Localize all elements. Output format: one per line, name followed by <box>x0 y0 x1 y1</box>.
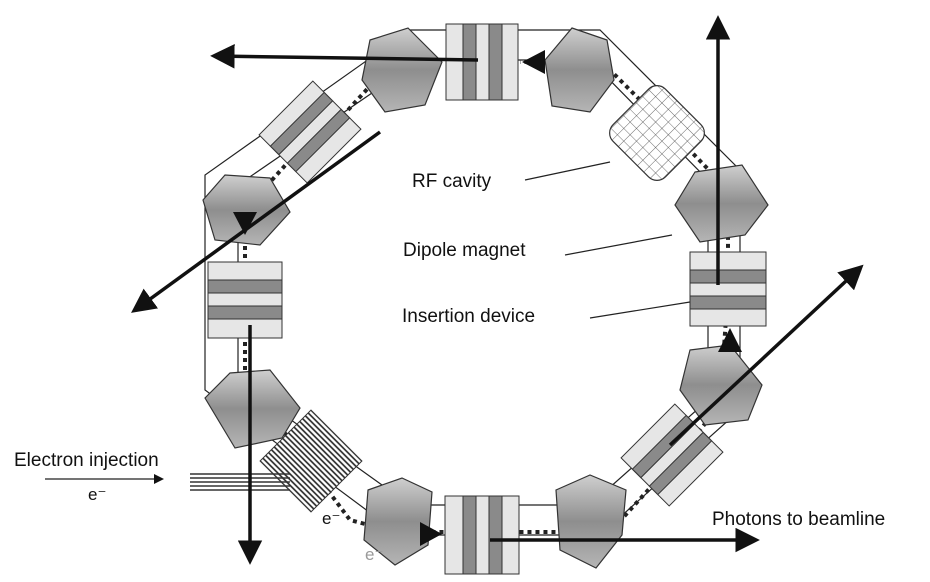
electron-direction-arrows <box>233 50 742 546</box>
dipole-magnet-right-lower <box>679 344 763 426</box>
beamline-arrow-lower-right <box>668 264 864 447</box>
insertion-device-lower-right <box>620 403 724 507</box>
dipole-magnet-left-lower <box>204 369 301 449</box>
dipole-magnet-label: Dipole magnet <box>403 240 526 261</box>
insertion-device-upper-left <box>258 80 362 184</box>
dipole-magnet-top-right <box>544 27 615 113</box>
beamline-arrow-upper-left <box>131 130 382 313</box>
electron-arrow-bottom <box>420 522 442 546</box>
photons-to-beamline-label: Photons to beamline <box>712 509 885 530</box>
dipole-magnet-top-left <box>361 27 443 113</box>
dipole-magnet-left-upper <box>202 174 291 246</box>
electron-arrow-left <box>233 212 257 235</box>
dipole-magnet-bottom-right <box>555 474 627 569</box>
electron-symbol-ring: e⁻ <box>322 509 340 528</box>
insertion-device-left <box>207 261 283 339</box>
insertion-device-bottom <box>444 495 520 575</box>
electron-arrow-right <box>718 328 742 352</box>
electron-symbol-injection: e⁻ <box>88 485 106 504</box>
dipole-magnet-right-upper <box>674 164 769 243</box>
injection-small-arrowhead <box>154 474 164 484</box>
insertion-device-right <box>689 251 767 327</box>
electron-arrow-top <box>522 50 545 74</box>
dipole-magnet-bottom-left <box>363 477 433 566</box>
photon-beamlines <box>131 15 864 565</box>
label-leaders <box>45 161 691 480</box>
insertion-device-top <box>445 23 519 101</box>
insertion-device-label: Insertion device <box>402 306 535 327</box>
electron-symbol-ghost: e⁻ <box>365 545 383 564</box>
beamline-arrow-top-left <box>210 44 479 69</box>
rf-cavity-block <box>609 85 705 181</box>
rf-cavity-label: RF cavity <box>412 171 492 192</box>
electron-injection-label: Electron injection <box>14 450 159 471</box>
injection-line <box>190 473 290 491</box>
